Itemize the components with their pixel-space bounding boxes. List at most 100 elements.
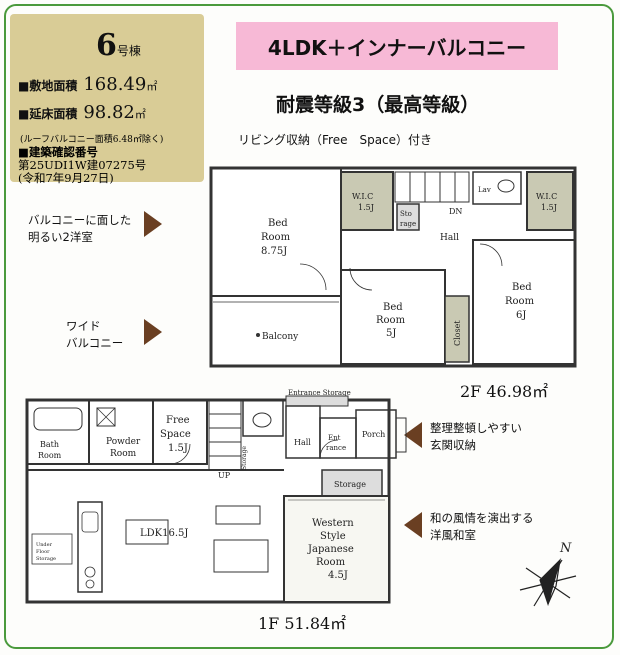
callout-wide-balcony-line1: ワイド (66, 319, 101, 333)
site-area-row: ■敷地面積 168.49㎡ (18, 74, 157, 95)
dn-label: DN (449, 207, 462, 216)
callout-entrance-storage-line1: 整理整頓しやすい (430, 421, 522, 435)
floor-area-value: 98.82 (83, 102, 135, 123)
house-number-suffix: 号棟 (116, 44, 141, 58)
japanese-label-1: Western (312, 518, 354, 529)
storage-label-1: Sto (400, 210, 412, 218)
entrance-storage-label: Entrance Storage (288, 389, 351, 397)
arrow-wide-balcony (144, 319, 162, 345)
second-floor-plan (209, 166, 577, 368)
arrow-bright-room (144, 211, 162, 237)
closet-2f (444, 295, 470, 363)
storage-label-2: rage (400, 220, 416, 228)
first-floor-area-label: 1F 51.84㎡ (258, 614, 347, 633)
up-label: UP (218, 471, 231, 480)
ldk-label: LDK16.5J (140, 528, 188, 539)
wic-left-label-2: 1.5J (358, 203, 374, 212)
living-table (213, 539, 269, 573)
bed-c-label-1: Bed (512, 282, 532, 293)
floor-area-unit: ㎡ (134, 108, 146, 121)
japanese-room-walls (283, 495, 390, 603)
free-space-label-1: Free (166, 415, 190, 426)
bed-b-label-3: 5J (386, 328, 396, 339)
bed-b-label-2: Room (376, 315, 406, 326)
under-floor-storage (31, 533, 73, 565)
second-floor-labels: Bed Room 8.75J W.I.C 1.5J Sto rage DN Ha… (256, 186, 557, 346)
floor-area-note: (ルーフバルコニー面積6.48㎡除く) (20, 135, 164, 145)
wic-right-walls (526, 171, 574, 231)
under-floor-label-3: Storage (36, 556, 56, 562)
compass-icon: N (519, 541, 577, 607)
arrow-japanese-room (404, 512, 422, 538)
site-area-unit: ㎡ (146, 80, 158, 93)
second-floor-area-label: 2F 46.98㎡ (460, 382, 549, 401)
first-floor-labels: Bath Room Powder Room Free Space 1.5J St… (36, 389, 385, 581)
kitchen-counter (77, 501, 103, 593)
bath-label-2: Room (38, 451, 62, 460)
bedroom-c-walls (472, 239, 576, 365)
site-area-label: ■敷地面積 (18, 79, 78, 93)
balcony-label: Balcony (262, 332, 299, 342)
toilet-1f (242, 399, 284, 437)
wic-right-label-1: W.I.C (536, 192, 557, 201)
callout-wide-balcony-line2: バルコニー (66, 336, 124, 350)
house-number: 6号棟 (96, 28, 141, 63)
callout-japanese-room: 和の風情を演出する 洋風和室 (430, 510, 534, 544)
porch-label: Porch (362, 430, 385, 439)
permit-date: (令和7年9月27日) (18, 171, 114, 185)
dining-table (125, 519, 169, 545)
powder-label-2: Room (110, 449, 137, 459)
bed-c-label-2: Room (505, 296, 535, 307)
under-floor-label-1: Under (36, 542, 53, 548)
storage-small-label: Storage (241, 446, 248, 470)
first-floor-plan (25, 395, 407, 604)
wic-right-label-2: 1.5J (541, 203, 557, 212)
callout-wide-balcony: ワイド バルコニー (66, 318, 123, 352)
storage-1f-label: Storage (334, 480, 366, 489)
site-area-value: 168.49 (83, 74, 147, 95)
callout-entrance-storage-line2: 玄関収納 (430, 438, 476, 452)
japanese-label-2: Style (320, 531, 346, 542)
powder-label-1: Powder (106, 437, 141, 447)
entrance-label-2: rance (326, 444, 346, 452)
entrance-storage (285, 395, 349, 407)
bed-a-label-2: Room (261, 232, 291, 243)
house-number-value: 6 (96, 28, 117, 63)
bed-a-label-3: 8.75J (261, 246, 287, 257)
free-space-label-2: Space (160, 429, 191, 440)
wic-left-walls (340, 171, 394, 231)
callout-bright-room: バルコニーに面した 明るい2洋室 (28, 212, 131, 246)
lav-label: Lav (478, 186, 491, 194)
floor-area-label: ■延床面積 (18, 107, 78, 121)
bath-label-1: Bath (40, 440, 59, 449)
japanese-label-5: 4.5J (328, 570, 348, 581)
closet-label: Closet (453, 320, 462, 346)
permit-label: ■建築確認番号 (18, 145, 98, 159)
sofa (215, 505, 261, 525)
storage-2f (396, 203, 420, 231)
japanese-label-3: Japanese (307, 544, 354, 555)
free-space-walls (152, 399, 208, 465)
entrance-label-1: Ent (328, 434, 341, 442)
under-floor-label-2: Floor (36, 549, 50, 555)
compass-n-label: N (559, 541, 572, 556)
bed-a-label-1: Bed (268, 218, 288, 229)
seismic-grade: 耐震等級3（最高等級） (276, 94, 480, 116)
callout-japanese-room-line2: 洋風和室 (430, 528, 476, 542)
hall-1f-label: Hall (294, 438, 311, 447)
headline-banner: 4LDK＋インナーバルコニー (236, 22, 558, 70)
permit-number: 第25UDI1W建07275号 (18, 158, 147, 172)
wic-left-label-1: W.I.C (352, 192, 373, 201)
stairs-2f (394, 171, 470, 203)
callout-bright-room-line2: 明るい2洋室 (28, 230, 93, 244)
outer-frame (4, 4, 614, 649)
arrow-entrance-storage (404, 422, 422, 448)
stairs-1f (208, 399, 242, 471)
callout-entrance-storage: 整理整頓しやすい 玄関収納 (430, 420, 522, 454)
japanese-label-4: Room (316, 557, 346, 568)
living-storage-note: リビング収納（Free Space）付き (238, 133, 433, 147)
storage-1f (321, 469, 383, 497)
